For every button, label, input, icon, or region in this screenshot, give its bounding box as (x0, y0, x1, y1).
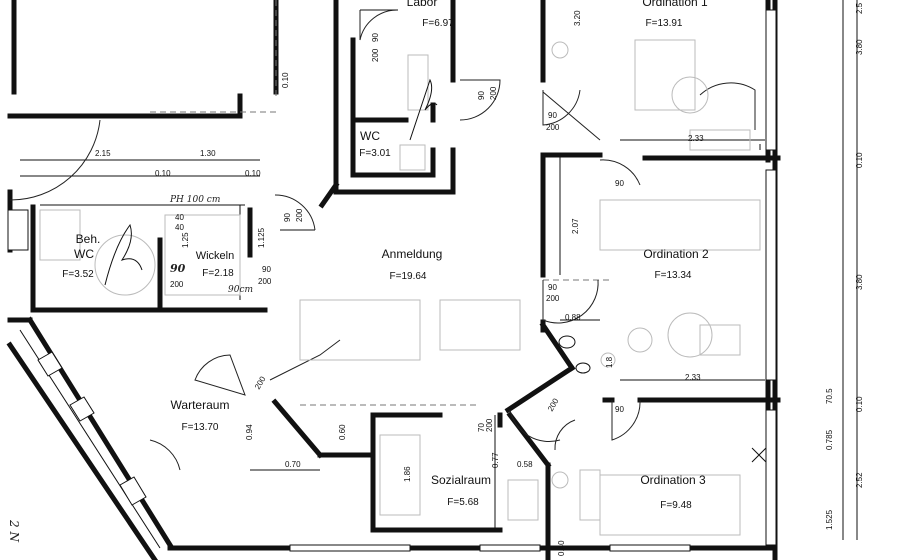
door-200-9: 200 (485, 418, 494, 432)
door-90-2: 90 (477, 91, 486, 100)
room-ordination1-name: Ordination 1 (642, 0, 708, 9)
room-sozialraum-area: F=5.68 (447, 497, 479, 508)
dim-060: 0.60 (338, 424, 347, 440)
room-ordination2-name: Ordination 2 (643, 247, 709, 261)
cross-mark (751, 447, 767, 463)
door-90-1: 90 (371, 33, 380, 42)
dim-252b: 2.5 (855, 2, 864, 14)
room-wc-name: WC (360, 129, 380, 143)
door-200-2: 200 (489, 86, 498, 100)
door-90-6: 90 (262, 265, 271, 274)
door-90-7: 200 (170, 280, 184, 289)
dim-18: 1.8 (605, 356, 614, 368)
dim-215: 2.15 (95, 149, 111, 158)
room-labor-area: F=6.97 (422, 18, 454, 29)
dim-0785: 0.785 (825, 429, 834, 450)
dim-125: 1.25 (181, 232, 190, 248)
dim-186: 1.86 (403, 466, 412, 482)
dim-380b: 3.80 (855, 274, 864, 290)
room-labels: Labor F=6.97 Ordination 1 F=13.91 WC F=3… (62, 0, 709, 511)
dim-010b: 0.10 (245, 169, 261, 178)
dim-40b: 40 (175, 223, 184, 232)
note-ph: PH 100 cm (169, 195, 220, 205)
signature-2 (104, 223, 143, 286)
door-200-1: 200 (371, 48, 380, 62)
door-200-7: 200 (253, 374, 268, 391)
windows (7, 9, 777, 552)
signature-1 (409, 78, 438, 141)
note-90cm: 90cm (228, 285, 253, 295)
door-200-6: 200 (258, 277, 272, 286)
room-wickeln-name: Wickeln (196, 250, 235, 262)
dim-010c: 0.10 (281, 72, 290, 88)
dim-058: 0.58 (517, 460, 533, 469)
dim-1125: 1.125 (257, 227, 266, 248)
room-behwc-name-1: Beh. (76, 232, 101, 246)
room-ordination1-area: F=13.91 (646, 18, 683, 29)
door-90-3: 90 (548, 111, 557, 120)
room-anmeldung-name: Anmeldung (382, 247, 443, 261)
dim-010d: 0.10 (855, 152, 864, 168)
dim-233a: 2.33 (688, 134, 704, 143)
doors (9, 9, 756, 471)
door-90-4: 90 (283, 213, 292, 222)
room-ordination3-name: Ordination 3 (640, 473, 706, 487)
dim-010a: 0.10 (155, 169, 171, 178)
dim-077: 0.77 (491, 452, 500, 468)
door-90-9: 90 (615, 179, 624, 188)
dim-40a: 40 (175, 213, 184, 222)
door-200-5: 200 (546, 294, 560, 303)
door-70-1: 70 (477, 423, 486, 432)
dim-010e: 0.10 (855, 396, 864, 412)
circle-marker-1 (558, 335, 576, 349)
dashed-lines (150, 0, 610, 406)
room-wickeln-area: F=2.18 (202, 268, 234, 279)
room-behwc-area: F=3.52 (62, 269, 94, 280)
room-behwc-name-2: WC (74, 247, 94, 261)
dim-130: 1.30 (200, 149, 216, 158)
room-ordination2-area: F=13.34 (655, 270, 692, 281)
room-warteraum-area: F=13.70 (182, 422, 219, 433)
room-anmeldung-area: F=19.64 (390, 271, 427, 282)
door-90-5: 90 (548, 283, 557, 292)
handwritten-notes: PH 100 cm 90 90cm 2 N (7, 78, 767, 542)
room-labor-name: Labor (407, 0, 438, 9)
note-d-letters: 2 N (7, 519, 21, 542)
door-90-8: 90 (615, 405, 624, 414)
room-wc-area: F=3.01 (359, 148, 391, 159)
door-200-8: 200 (546, 396, 561, 413)
dim-040: 0.40 (557, 540, 566, 556)
room-warteraum-name: Warteraum (171, 398, 230, 412)
room-ordination3-area: F=9.48 (660, 500, 692, 511)
dimension-lines (20, 0, 858, 540)
dim-252a: 2.52 (855, 472, 864, 488)
note-90: 90 (170, 262, 186, 275)
dim-094: 0.94 (245, 424, 254, 440)
dim-1525: 1.525 (825, 509, 834, 530)
furniture (39, 39, 761, 536)
room-sozialraum-name: Sozialraum (431, 473, 491, 487)
circle-marker-2 (575, 362, 591, 374)
dim-207: 2.07 (571, 218, 580, 234)
door-200-3: 200 (546, 123, 560, 132)
dim-070: 0.70 (285, 460, 301, 469)
dim-320: 3.20 (573, 10, 582, 26)
dim-705: 70.5 (825, 388, 834, 404)
dim-380a: 3.80 (855, 39, 864, 55)
door-200-4: 200 (295, 208, 304, 222)
dim-088: 0.88 (565, 313, 581, 322)
dim-233b: 2.33 (685, 373, 701, 382)
